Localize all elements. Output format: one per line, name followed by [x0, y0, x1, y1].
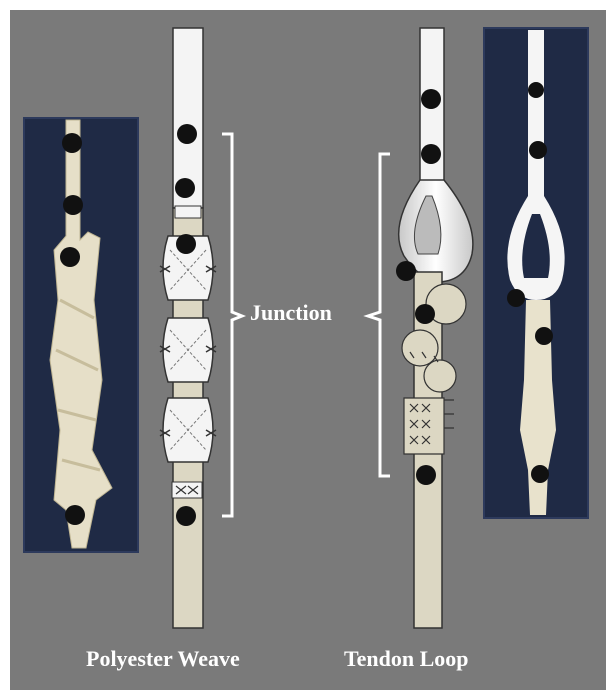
tracking-marker	[415, 304, 435, 324]
tracking-marker	[175, 178, 195, 198]
tracking-marker	[529, 141, 547, 159]
tracking-marker	[65, 505, 85, 525]
tracking-marker	[396, 261, 416, 281]
tracking-marker	[416, 465, 436, 485]
tracking-marker	[528, 82, 544, 98]
junction-label: Junction	[250, 300, 332, 326]
junction-bracket-right	[368, 154, 390, 476]
tracking-marker	[507, 289, 525, 307]
tracking-marker	[63, 195, 83, 215]
caption-tendon-loop: Tendon Loop	[344, 646, 469, 672]
polyester-tape	[420, 28, 444, 198]
tracking-marker	[176, 234, 196, 254]
tracking-marker	[421, 144, 441, 164]
diagram-tendon-loop	[396, 28, 473, 628]
tracking-marker	[421, 89, 441, 109]
tracking-marker	[177, 124, 197, 144]
photo-tendon-loop	[484, 28, 588, 518]
diagram-polyester-weave	[160, 28, 216, 628]
caption-polyester-weave: Polyester Weave	[86, 646, 240, 672]
tracking-marker	[531, 465, 549, 483]
tracking-marker	[62, 133, 82, 153]
junction-bracket-left	[222, 134, 242, 516]
photo-polyester-weave	[24, 118, 138, 552]
tracking-marker	[176, 506, 196, 526]
tracking-marker	[60, 247, 80, 267]
tracking-marker	[535, 327, 553, 345]
